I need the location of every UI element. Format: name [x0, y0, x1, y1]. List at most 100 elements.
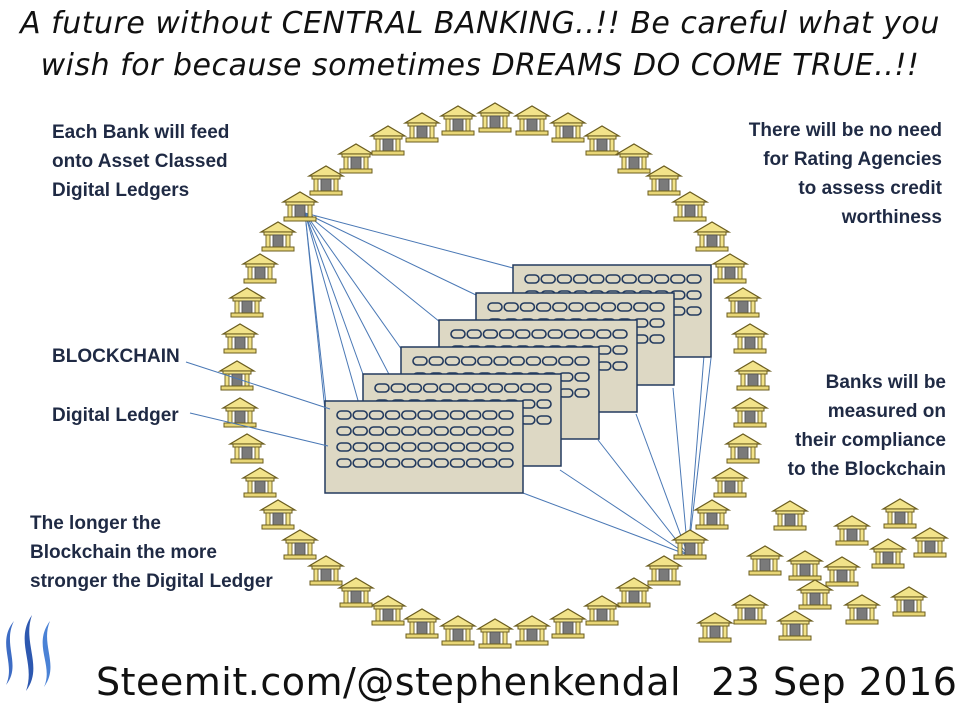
bank-building-icon	[912, 527, 948, 558]
chain-link	[428, 356, 445, 366]
chain-link	[574, 388, 590, 398]
bank-building-icon	[834, 515, 870, 546]
chain-link	[493, 356, 509, 366]
chain-link	[400, 442, 417, 452]
bank-building-icon	[616, 577, 652, 608]
chain-link	[400, 426, 417, 436]
chain-link	[481, 458, 498, 468]
label-blockchain: BLOCKCHAIN	[52, 346, 180, 367]
chain-link	[498, 442, 514, 452]
chain-link	[649, 302, 665, 312]
chain-link	[535, 302, 552, 312]
connection-line	[304, 212, 514, 269]
chain-link	[368, 458, 385, 468]
note-line: There will be no need	[748, 120, 942, 141]
bank-building-icon	[672, 529, 708, 560]
note-line: to the Blockchain	[787, 459, 946, 480]
connection-line	[304, 212, 441, 323]
chain-link	[384, 426, 401, 436]
bank-building-icon	[712, 467, 748, 498]
chain-link	[466, 329, 483, 339]
bank-building-icon	[694, 499, 730, 530]
note-line: to assess credit	[798, 178, 942, 199]
title-line-2: wish for because sometimes DREAMS DO COM…	[40, 48, 920, 83]
chain-link	[465, 410, 482, 420]
chain-link	[455, 383, 471, 393]
bank-building-icon	[646, 165, 682, 196]
note-line: worthiness	[841, 207, 942, 228]
chain-link	[600, 302, 617, 312]
bank-building-icon	[242, 253, 278, 284]
chain-link	[612, 345, 628, 355]
chain-link	[336, 458, 352, 468]
chain-link	[563, 329, 580, 339]
footer-site-link[interactable]: Steemit.com/@stephenkendal	[96, 660, 682, 704]
chain-link	[482, 329, 499, 339]
chain-link	[384, 458, 401, 468]
bank-building-icon	[242, 467, 278, 498]
connection-line	[304, 212, 477, 296]
chain-link	[384, 410, 401, 420]
chain-link	[536, 383, 552, 393]
note-line: Each Bank will feed	[52, 122, 230, 143]
chain-link	[417, 458, 433, 468]
note-rating-agencies: There will be no need for Rating Agencie…	[749, 116, 942, 232]
chain-link	[433, 442, 450, 452]
chain-link	[406, 383, 423, 393]
chain-link	[481, 442, 498, 452]
bank-building-icon	[882, 498, 918, 529]
chain-link	[572, 274, 589, 284]
bank-building-icon	[732, 323, 768, 354]
chain-link	[498, 458, 514, 468]
bank-building-icon	[844, 594, 880, 625]
chain-link	[498, 329, 515, 339]
bank-building-icon	[477, 618, 513, 649]
connection-line	[635, 413, 689, 556]
bank-building-icon	[440, 615, 476, 646]
bank-building-icon	[550, 112, 586, 143]
chain-link	[588, 274, 605, 284]
bank-building-icon	[712, 253, 748, 284]
bank-building-icon	[514, 615, 550, 646]
chain-link	[605, 274, 621, 284]
bank-building-icon	[229, 433, 265, 464]
chain-link	[540, 274, 557, 284]
chain-link	[503, 383, 520, 393]
connection-line	[304, 212, 403, 351]
bank-building-icon	[732, 397, 768, 428]
connection-line	[687, 357, 712, 556]
bank-building-icon	[646, 555, 682, 586]
chain-link	[352, 410, 369, 420]
bank-building-icon	[584, 125, 620, 156]
bank-building-icon	[338, 143, 374, 174]
note-line: Banks will be	[825, 372, 946, 393]
chain-link	[352, 458, 369, 468]
chain-link	[556, 274, 573, 284]
bank-building-icon	[870, 538, 906, 569]
bank-building-icon	[282, 191, 318, 222]
ledger-sheet	[324, 400, 524, 494]
chain-link	[669, 274, 686, 284]
chain-link	[525, 356, 542, 366]
chain-link	[514, 329, 531, 339]
note-compliance: Banks will be measured on their complian…	[788, 368, 946, 484]
chain-link	[400, 458, 417, 468]
chain-link	[449, 442, 466, 452]
bank-building-icon	[616, 143, 652, 174]
chain-link	[637, 274, 654, 284]
digital-ledgers	[324, 264, 712, 494]
chain-link	[390, 383, 407, 393]
chain-link	[336, 410, 352, 420]
chain-link	[465, 426, 482, 436]
chain-link	[384, 442, 401, 452]
chain-link	[368, 426, 385, 436]
bank-building-icon	[338, 577, 374, 608]
chain-link	[551, 302, 568, 312]
footer-date: 23 Sep 2016	[711, 660, 958, 704]
bank-building-icon	[732, 594, 768, 625]
bank-building-icon	[672, 191, 708, 222]
digital-ledger	[324, 400, 524, 494]
chain-link	[649, 334, 665, 344]
chain-link	[438, 383, 455, 393]
chain-link	[433, 458, 450, 468]
